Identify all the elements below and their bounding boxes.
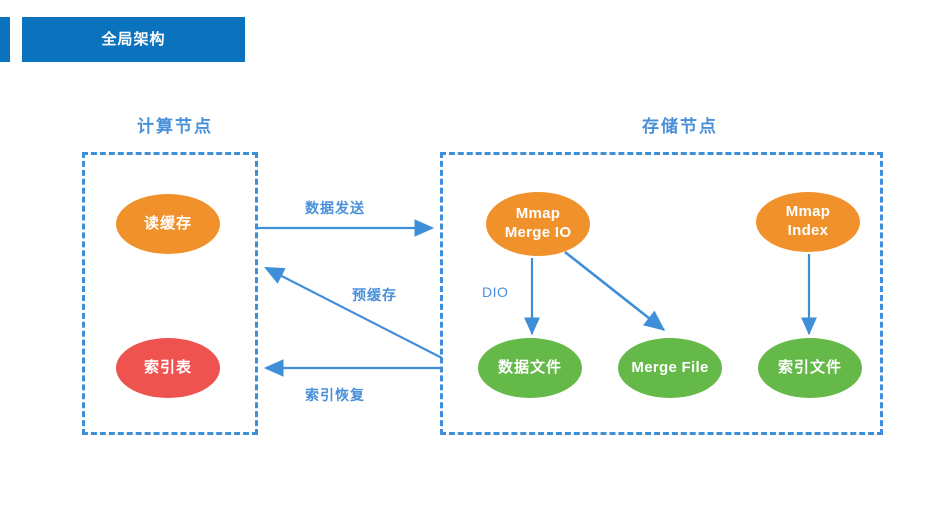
arrow-label-data-send: 数据发送 <box>305 200 365 216</box>
node-index-file-label: 索引文件 <box>777 358 842 376</box>
node-data-file-label: 数据文件 <box>497 358 562 376</box>
node-read-cache-label: 读缓存 <box>143 214 192 232</box>
node-mmap-merge-io[interactable]: Mmap Merge IO <box>486 192 590 256</box>
node-mmap-index-line1: Mmap <box>785 203 831 221</box>
node-data-file[interactable]: 数据文件 <box>478 338 582 398</box>
section-title-storage: 存储节点 <box>642 117 718 136</box>
arrow-label-index-recovery: 索引恢复 <box>305 387 365 403</box>
arrow-label-dio: DIO <box>482 284 509 300</box>
arrow-precache <box>264 266 443 359</box>
node-index-table-label: 索引表 <box>143 358 192 376</box>
node-mmap-merge-io-line2: Merge IO <box>504 224 572 241</box>
page-title: 全局架构 <box>101 31 166 48</box>
arrow-label-precache: 预缓存 <box>352 287 397 303</box>
node-mmap-index-label: Mmap Index <box>786 203 831 241</box>
section-title-compute: 计算节点 <box>137 117 213 136</box>
node-mmap-index-line2: Index <box>787 222 829 239</box>
node-mmap-index[interactable]: Mmap Index <box>756 192 860 252</box>
panel-compute-node <box>82 152 258 435</box>
node-mmap-merge-io-line1: Mmap <box>515 205 561 223</box>
node-read-cache[interactable]: 读缓存 <box>116 194 220 254</box>
node-index-table[interactable]: 索引表 <box>116 338 220 398</box>
header-accent-bar <box>0 17 10 62</box>
node-index-file[interactable]: 索引文件 <box>758 338 862 398</box>
node-merge-file-label: Merge File <box>631 358 709 376</box>
header-block <box>22 17 245 62</box>
node-mmap-merge-io-label: Mmap Merge IO <box>505 205 572 243</box>
node-merge-file[interactable]: Merge File <box>618 338 722 398</box>
